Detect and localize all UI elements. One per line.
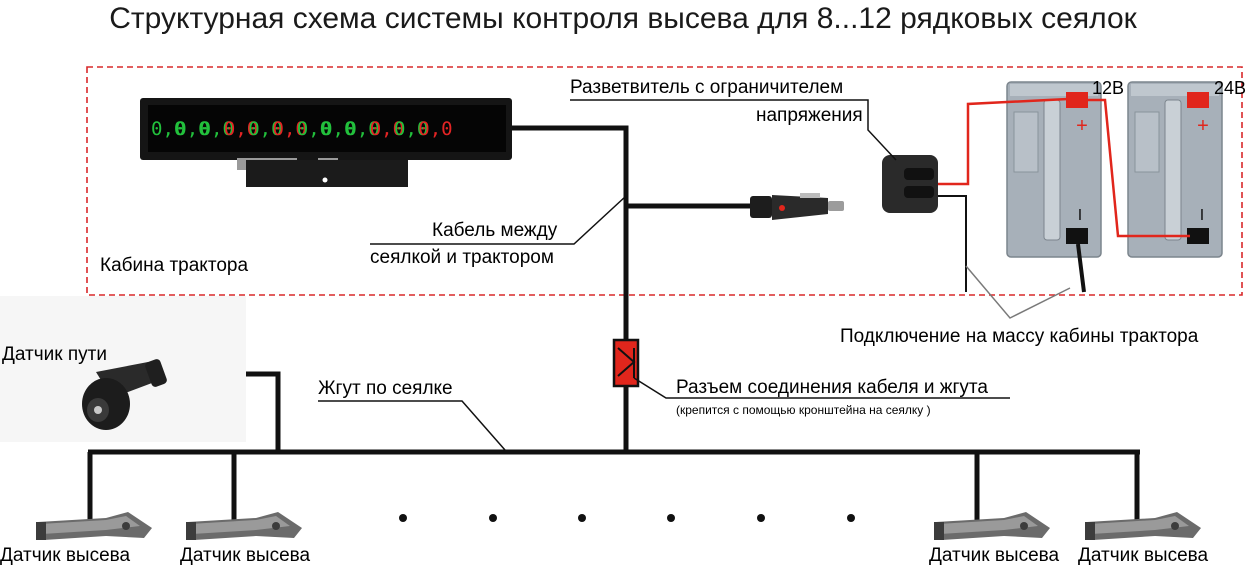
battery-24v-minus: I (1200, 207, 1204, 224)
ground-pointer (965, 265, 1071, 319)
cabin-boundary (86, 66, 1243, 296)
voltage-12v-label: 12В (1092, 78, 1124, 98)
seed-sensor (1085, 512, 1201, 540)
seed-sensor-label-3: Датчик высева (929, 545, 1060, 566)
display-digits: 0,00,00,00,00,00,00,00,00,00,00,00,0 (151, 118, 453, 140)
splitter-socket-2 (904, 186, 934, 198)
ellipsis-dots (399, 514, 855, 522)
display-digit: 0,0 (345, 118, 379, 140)
seed-sensor-label-4: Датчик высева (1078, 545, 1209, 566)
battery-12v-label (1013, 111, 1039, 173)
connector-label: Разъем соединения кабеля и жгута (676, 377, 988, 398)
red-wire-12v (938, 97, 1069, 186)
splitter (882, 155, 938, 213)
battery-24v-plus: + (1197, 115, 1209, 137)
display-digit: 0,0 (370, 118, 404, 140)
harness-pointer (318, 400, 506, 451)
plug-body (772, 195, 828, 220)
cable-pointer (370, 195, 627, 245)
seed-sensor (36, 512, 152, 540)
battery-12v-caps (1043, 99, 1061, 241)
splitter-pointer (570, 99, 897, 161)
battery-24v: + I (1127, 81, 1223, 258)
battery-24v-plus-terminal (1187, 92, 1209, 108)
ground-label: Подключение на массу кабины трактора (840, 326, 1199, 347)
path-sensor-label: Датчик пути (2, 344, 107, 365)
display-unit: 0,00,00,00,00,00,00,00,00,00,00,00,0 (140, 98, 512, 187)
display-digit: 0,0 (248, 118, 282, 140)
cabin-label: Кабина трактора (100, 255, 248, 276)
seed-sensor (934, 512, 1050, 540)
splitter-body (882, 155, 938, 213)
battery-24v-caps (1164, 99, 1182, 241)
connector-pointer (633, 377, 1010, 399)
path-sensor-center (94, 406, 102, 414)
splitter-socket-1 (904, 168, 934, 180)
display-digit: 0,0 (224, 118, 258, 140)
seed-sensor-label-2: Датчик высева (180, 545, 311, 566)
display-stand-screw (322, 177, 328, 183)
ground-wire-splitter (938, 195, 967, 292)
plug-clip-top (800, 193, 820, 198)
plug-rear (750, 196, 772, 218)
battery-12v-minus: I (1078, 207, 1082, 224)
battery-24v-minus-terminal (1187, 228, 1209, 244)
red-wires (938, 97, 1190, 238)
cigarette-plug (750, 193, 844, 220)
display-digit: 0,0 (321, 118, 355, 140)
display-digit: 0,0 (273, 118, 307, 140)
voltage-24v-label: 24В (1214, 78, 1246, 98)
harness-label: Жгут по сеялке (318, 378, 453, 399)
seed-sensors (36, 512, 1201, 540)
cable-label-1: Кабель между (432, 220, 558, 241)
battery-12v-minus-terminal (1066, 228, 1088, 244)
battery-12v-plus: + (1076, 115, 1088, 137)
connector-note: (крепится с помощью кронштейна на сеялку… (676, 403, 931, 417)
display-digit: 0,0 (175, 118, 209, 140)
diagram-title: Структурная схема системы контроля высев… (109, 2, 1137, 35)
red-wire-series (1088, 98, 1190, 238)
display-screen (148, 105, 506, 152)
display-digit: 0,0 (151, 118, 185, 140)
display-digit: 0,0 (394, 118, 428, 140)
splitter-label-1: Разветвитель с ограничителем (570, 77, 843, 98)
path-sensor (82, 359, 167, 430)
plug-led (779, 205, 785, 211)
battery-12v: + I (1006, 81, 1102, 258)
ground-wire-battery (1076, 243, 1086, 293)
connector-mark (617, 347, 636, 378)
battery-12v-plus-terminal (1066, 92, 1088, 108)
path-sensor-plug (145, 359, 167, 387)
seed-sensor (186, 512, 302, 540)
cable-label-2: сеялкой и трактором (370, 247, 554, 268)
display-stand (246, 160, 408, 187)
plug-tip (828, 201, 844, 211)
main-cable (512, 125, 629, 452)
battery-24v-label (1134, 111, 1160, 173)
display-digit: 0,0 (297, 118, 331, 140)
display-digit: 0,0 (418, 118, 452, 140)
cables (87, 125, 1140, 524)
splitter-label-2: напряжения (756, 105, 863, 126)
seed-sensor-label-1: Датчик высева (0, 545, 131, 566)
display-digit: 0,0 (200, 118, 234, 140)
